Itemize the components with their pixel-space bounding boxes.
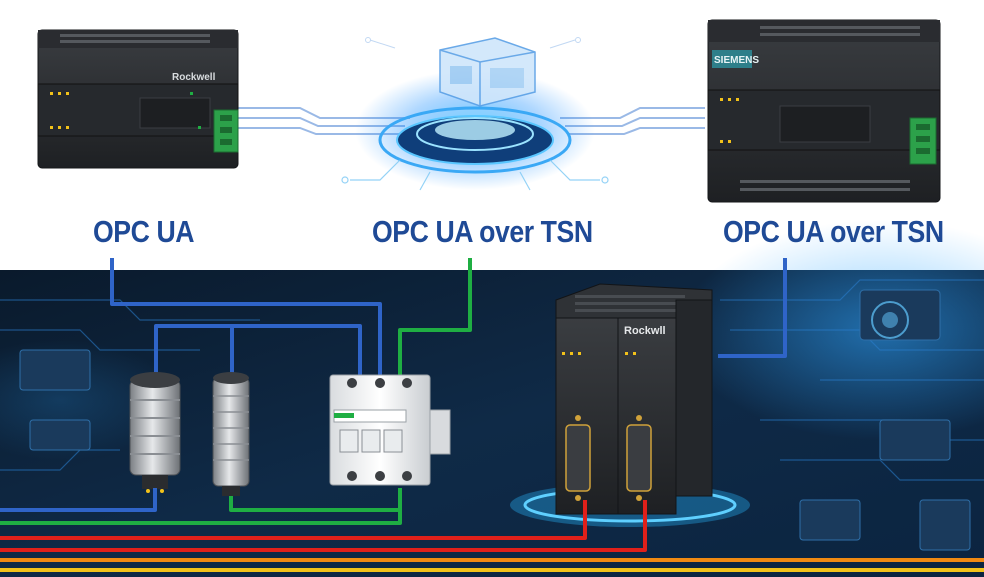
plc-controller-icon: SIEMENS [707,19,941,203]
protocol-wires [110,258,787,380]
label-opc-ua-over-tsn-center: OPC UA over TSN [372,214,593,249]
inductive-sensor-icon [212,372,250,496]
circuit-breaker-icon [329,374,451,486]
power-wires-bottom [0,488,984,572]
inductive-sensor-icon [129,372,181,493]
io-module-brand: Rockwll [624,325,666,337]
plc-left-brand: Rockwell [172,72,216,83]
io-module-icon: Rockwll [555,283,713,515]
label-opc-ua-over-tsn-right: OPC UA over TSN [723,214,944,249]
label-opc-ua: OPC UA [93,214,195,249]
plc-right-brand: SIEMENS [714,55,759,66]
plc-controller-icon: Rockwell [37,29,239,169]
network-hub-icon [341,37,609,191]
